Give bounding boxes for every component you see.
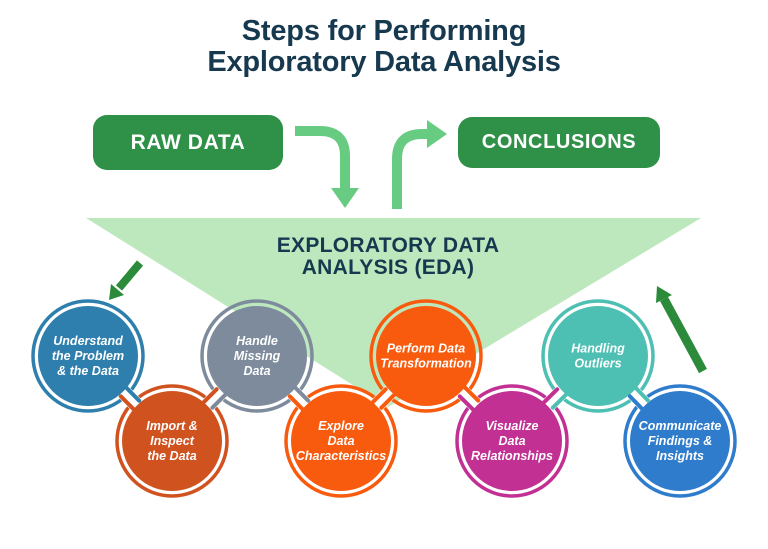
- step-ring-4: [284, 384, 398, 498]
- step-label-line: Visualize: [485, 418, 539, 433]
- step-chain: [31, 299, 737, 498]
- page-title-line2: Exploratory Data Analysis: [207, 46, 561, 78]
- page-title: Steps for Performing Exploratory Data An…: [0, 16, 768, 78]
- step-label-line: Data: [498, 433, 526, 448]
- step-label-line: Missing: [233, 348, 281, 363]
- step-circle-4: [291, 391, 391, 491]
- arrow-into-steps-icon: [109, 260, 144, 300]
- step-ring-7: [541, 299, 655, 413]
- step-ring-2: [115, 384, 229, 498]
- chain-gap-1: [117, 386, 143, 411]
- chain-stub-6b: [550, 387, 574, 410]
- chain-stub-1b: [118, 394, 142, 417]
- flow-arrow-eda-to-conclusions-icon: [392, 120, 447, 209]
- chain-stub-7a: [628, 380, 651, 403]
- step-label-line: Insights: [656, 448, 704, 463]
- chain-stub-4b: [379, 387, 402, 410]
- chain-gap-2: [202, 386, 227, 411]
- chain-stub-6a: [536, 387, 560, 410]
- eda-funnel-label: EXPLORATORY DATA ANALYSIS (EDA): [277, 235, 500, 279]
- chain-gap-6: [542, 385, 568, 412]
- chain-stub-2a: [196, 387, 219, 410]
- step-label-line: Import &: [146, 418, 198, 433]
- step-ring-5: [369, 299, 483, 413]
- step-label-line: the Problem: [51, 348, 125, 363]
- chain-gap-3: [286, 386, 312, 411]
- chain-gap-4: [371, 386, 396, 411]
- step-circle-8: [630, 391, 730, 491]
- flow-arrow-raw-to-eda-icon: [295, 126, 359, 208]
- chain-stub-1a: [118, 380, 142, 403]
- chain-stub-5b: [457, 394, 481, 417]
- step-circle-7: [548, 306, 648, 406]
- chain-stub-4a: [365, 387, 388, 410]
- step-ring-3: [200, 299, 314, 413]
- step-label-line: Perform Data: [386, 341, 466, 356]
- step-label-line: Explore: [318, 418, 364, 433]
- step-label-line: the Data: [147, 448, 197, 463]
- step-label-line: Understand: [53, 333, 123, 348]
- step-ring-1: [31, 299, 145, 413]
- step-label-line: Relationships: [471, 448, 553, 463]
- step-circle-3: [207, 306, 307, 406]
- chain-stub-2b: [210, 387, 233, 410]
- arrow-out-of-steps-icon: [656, 286, 707, 374]
- step-ring-6: [455, 384, 569, 498]
- chain-gap-5: [456, 385, 482, 412]
- chain-gap-7: [627, 386, 651, 411]
- eda-funnel-label-line1: EXPLORATORY DATA: [276, 234, 500, 257]
- step-label-line: Data: [243, 363, 271, 378]
- step-label-line: Findings &: [647, 433, 713, 448]
- step-label-line: Communicate: [638, 418, 722, 433]
- step-label-line: Outliers: [574, 356, 622, 370]
- page-title-line1: Steps for Performing: [241, 15, 527, 47]
- step-label-line: Inspect: [150, 433, 194, 448]
- chain-stub-3b: [287, 394, 311, 417]
- step-label-line: Handle: [236, 333, 278, 348]
- chain-stub-5a: [457, 380, 481, 403]
- raw-data-label: RAW DATA: [130, 130, 246, 154]
- step-circle-5: [376, 306, 476, 406]
- raw-data-box: RAW DATA: [93, 115, 283, 170]
- step-circle-1: [38, 306, 138, 406]
- conclusions-box: CONCLUSIONS: [458, 117, 660, 168]
- conclusions-label: CONCLUSIONS: [481, 131, 637, 153]
- step-label-line: & the Data: [57, 363, 119, 378]
- chain-stub-7b: [627, 394, 650, 417]
- step-label-line: Data: [327, 433, 355, 448]
- step-circle-2: [122, 391, 222, 491]
- step-label-line: Characteristics: [295, 448, 387, 463]
- chain-stub-3a: [287, 380, 311, 403]
- eda-funnel-label-line2: ANALYSIS (EDA): [301, 256, 475, 279]
- step-label-line: Transformation: [380, 356, 472, 370]
- step-label-line: Handling: [571, 341, 625, 356]
- step-ring-8: [623, 384, 737, 498]
- step-circle-6: [462, 391, 562, 491]
